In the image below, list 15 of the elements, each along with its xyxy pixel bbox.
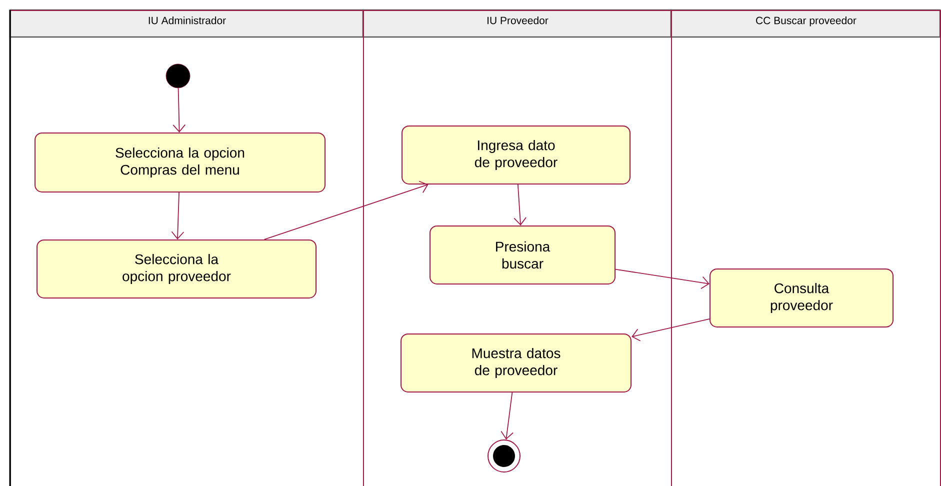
arrow	[632, 318, 710, 342]
activity-box: Consulta proveedor	[710, 268, 894, 328]
activity-box: Selecciona la opcion proveedor	[36, 240, 316, 298]
activity-box: Selecciona la opcion Compras del menu	[34, 132, 326, 192]
arrow	[171, 192, 184, 240]
arrow	[615, 268, 710, 290]
arrow	[500, 392, 514, 440]
activity-box: Ingresa dato de proveedor	[402, 125, 630, 184]
activity-box: Presiona buscar	[430, 225, 616, 284]
initial-node	[166, 64, 190, 88]
arrow	[172, 88, 186, 132]
arrow	[514, 184, 527, 226]
activity-box: Muestra datos de proveedor	[400, 333, 632, 392]
final-node	[488, 439, 520, 472]
arrow	[264, 180, 428, 240]
